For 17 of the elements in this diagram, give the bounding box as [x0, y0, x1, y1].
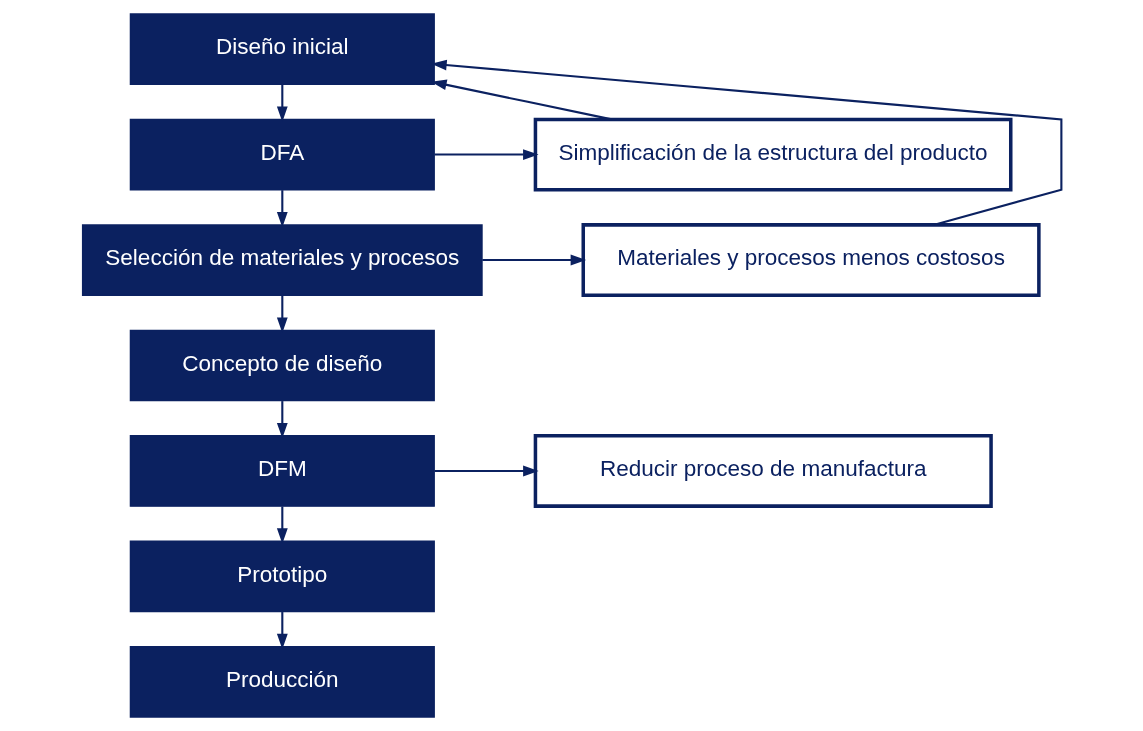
node-box: Reducir proceso de manufactura: [533, 434, 993, 508]
arrow: [276, 506, 288, 544]
node-box: DFM: [129, 435, 435, 507]
node-box: DFA: [129, 118, 435, 191]
node-box: Prototipo: [129, 540, 435, 613]
arrow: [276, 190, 288, 228]
arrow: [276, 84, 288, 122]
node-box: Selección de materiales y procesos: [81, 224, 483, 296]
arrow: [481, 254, 586, 266]
node-box: Simplificación de la estructura del producto: [533, 117, 1012, 192]
node-box: Concepto de diseño: [129, 329, 435, 402]
arrow: [433, 465, 539, 477]
node-box: Diseño inicial: [129, 13, 435, 85]
node-box: Materiales y procesos menos costosos: [581, 223, 1041, 297]
node-box: Producción: [129, 646, 435, 718]
arrow: [276, 295, 288, 333]
arrow: [434, 149, 539, 160]
